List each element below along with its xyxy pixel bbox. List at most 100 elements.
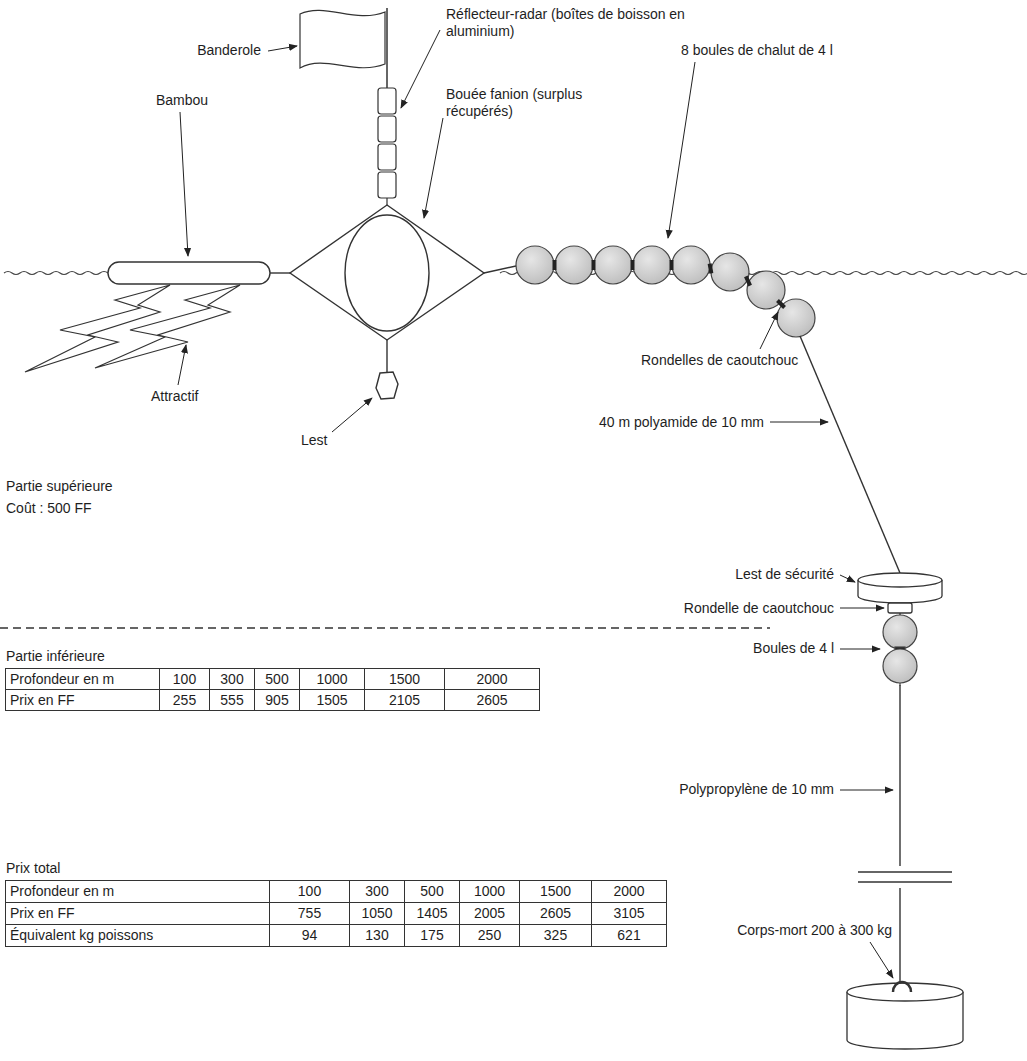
table-cell: 250: [459, 924, 520, 947]
floats-4l: [899, 683, 900, 686]
rubber-washers: [744, 276, 752, 287]
part-label: Réflecteur-radar (boîtes de boisson en a…: [445, 6, 697, 40]
table-cell: 2605: [444, 689, 540, 711]
rubber-washers: [553, 260, 557, 270]
table-cell: 555: [209, 689, 255, 711]
bamboo: [108, 262, 270, 284]
table-cell: 255: [159, 689, 210, 711]
table-cell: 1405: [404, 902, 460, 925]
part-label: Partie inférieure: [5, 648, 106, 665]
leader-lines: [401, 30, 440, 108]
table-cell: 130: [349, 924, 405, 947]
part-label: Corps-mort 200 à 300 kg: [736, 922, 893, 939]
part-label: Bambou: [155, 92, 209, 109]
part-label: Bouée fanion (surplus récupérés): [445, 86, 587, 120]
table-cell: 1500: [519, 880, 592, 903]
buoy: [290, 205, 484, 340]
part-label: Attractif: [150, 388, 199, 405]
attractor: [95, 285, 240, 368]
table-cell: Équivalent kg poissons: [5, 924, 270, 947]
mooring-lines: [800, 336, 952, 983]
banner: [300, 10, 385, 68]
mooring-lines: [858, 871, 952, 872]
bamboo: [270, 272, 290, 273]
floats-4l: [883, 615, 917, 686]
part-label: Rondelle de caoutchouc: [683, 600, 835, 617]
table-cell: 1000: [459, 880, 520, 903]
leader-lines: [840, 649, 880, 650]
table-cell: 300: [349, 880, 405, 903]
trawl-floats: [747, 271, 785, 309]
table-cell: Profondeur en m: [5, 668, 160, 690]
trawl-floats: [516, 246, 554, 284]
leader-lines: [870, 942, 893, 978]
part-label: Boules de 4 l: [752, 640, 835, 657]
part-label: 8 boules de chalut de 4 l: [680, 42, 834, 59]
radar-reflector: [378, 88, 396, 205]
part-label: Banderole: [196, 42, 262, 59]
leader-lines: [178, 345, 186, 385]
table-cell: 100: [159, 668, 210, 690]
anchor-block: [847, 983, 963, 1001]
rubber-washers: [631, 260, 635, 270]
rubber-washers: [553, 260, 786, 309]
attractor: [25, 285, 240, 372]
mooring-lines: [800, 336, 900, 573]
buoy: [290, 205, 484, 399]
flag-pole: [386, 8, 388, 88]
table-cell: 1050: [349, 902, 405, 925]
radar-reflector: [378, 144, 396, 170]
trawl-floats: [777, 299, 815, 337]
table-cell: 621: [591, 924, 667, 947]
leader-lines: [180, 112, 188, 256]
table-cell: 905: [254, 689, 300, 711]
table-cell: 1505: [299, 689, 365, 711]
table-cell: 2105: [364, 689, 445, 711]
leader-lines: [840, 608, 884, 609]
buoy: [386, 340, 387, 373]
bamboo: [108, 262, 516, 284]
rubber-washers: [776, 299, 786, 309]
safety-weight: [858, 573, 942, 615]
trawl-floats: [516, 246, 815, 337]
anchor-block: [847, 982, 963, 1049]
radar-reflector: [378, 116, 396, 142]
trawl-floats: [711, 253, 749, 291]
leader-lines: [668, 62, 695, 238]
leader-lines: [760, 312, 778, 349]
rubber-washers: [592, 260, 596, 270]
rubber-washers: [670, 260, 674, 270]
radar-reflector: [386, 198, 387, 205]
table-cell: 300: [209, 668, 255, 690]
anchor-block: [893, 982, 911, 992]
part-label: Polypropylène de 10 mm: [678, 781, 835, 798]
mooring-lines: [858, 881, 952, 882]
mooring-lines: [899, 685, 900, 866]
safety-weight: [858, 573, 942, 587]
trawl-floats: [555, 246, 593, 284]
buoy: [376, 372, 398, 399]
table-cell: 2000: [591, 880, 667, 903]
table-cell: 94: [269, 924, 350, 947]
table-cell: 100: [269, 880, 350, 903]
mooring-lines: [899, 888, 900, 983]
rubber-washers: [708, 263, 714, 274]
part-label: Lest: [300, 432, 328, 449]
table-cell: 2000: [444, 668, 540, 690]
table-cell: Prix en FF: [5, 689, 160, 711]
buoy: [345, 215, 429, 331]
floats-4l: [883, 615, 917, 649]
safety-weight: [888, 603, 912, 613]
table-cell: Prix en FF: [5, 902, 270, 925]
water-line: [4, 272, 116, 275]
trawl-floats: [594, 246, 632, 284]
part-label: 40 m polyamide de 10 mm: [598, 414, 765, 431]
flag: [300, 8, 387, 88]
divider: [0, 627, 770, 628]
table-cell: 3105: [591, 902, 667, 925]
radar-reflector: [378, 88, 396, 114]
table-cell: 2005: [459, 902, 520, 925]
trawl-floats: [633, 246, 671, 284]
table-cell: 1000: [299, 668, 365, 690]
